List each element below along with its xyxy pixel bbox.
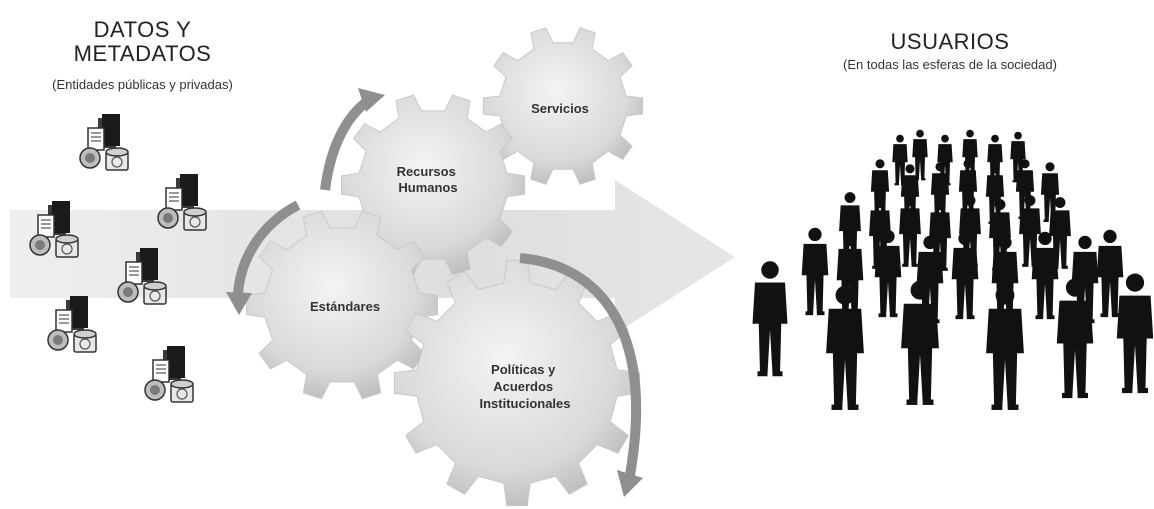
gear-label-estandares: Estándares [310,299,380,314]
server-icon [79,113,129,171]
curved-arrow-up-head [358,88,385,112]
person-silhouette [912,129,928,181]
data-metadata-title: DATOS Y METADATOS [0,18,285,66]
gear-label-servicios: Servicios [531,101,589,116]
gear-servicios [482,27,644,185]
person-silhouette [870,159,890,220]
curved-arrow-right-head [617,470,643,497]
data-title-line2: METADATOS [73,40,212,66]
server-icon [144,345,194,403]
data-providers-subtitle: (Entidades públicas y privadas) [52,77,233,92]
users-title: USUARIOS [890,29,1010,54]
gear-recursos-humanos [341,94,525,276]
gear-estandares [246,210,438,400]
gear-label-politicas: Políticas y Acuerdos Institucionales [479,362,570,411]
person-silhouette [986,285,1024,410]
person-silhouette [836,232,864,321]
person-silhouette [826,285,864,410]
data-title-line1: DATOS Y [93,17,192,42]
person-silhouette [899,195,921,267]
curved-arrow-left-head [226,292,252,315]
person-silhouette [1116,273,1154,394]
server-icon [47,295,97,353]
person-silhouette [801,227,829,316]
users-subtitle: (En todas las esferas de la sociedad) [843,57,1057,72]
curved-arrow-left [233,200,301,296]
gear-politicas [393,259,641,507]
person-silhouette [752,261,788,377]
gear-label-recursos: Recursos Humanos [397,164,460,195]
curved-arrow-right [519,253,642,476]
